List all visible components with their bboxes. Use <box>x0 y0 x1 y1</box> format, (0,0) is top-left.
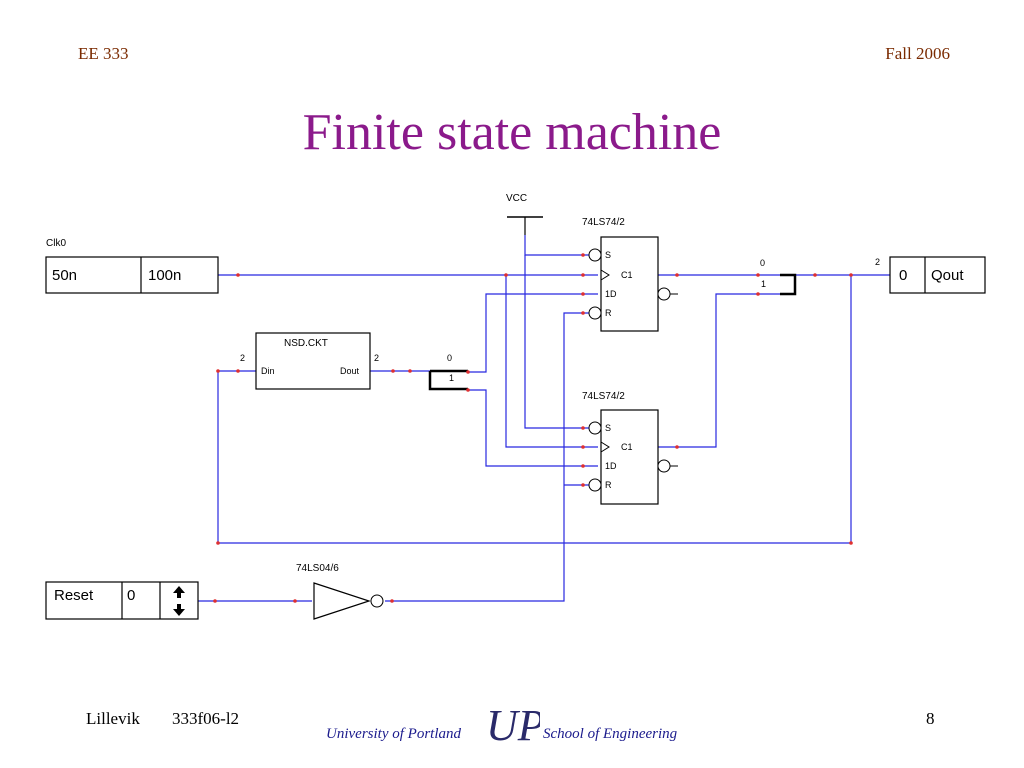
merge-bit1: 1 <box>761 279 766 289</box>
ff-top-pin-c1: C1 <box>621 270 633 280</box>
term-label: Fall 2006 <box>885 44 950 63</box>
merge-bit0: 0 <box>760 258 765 268</box>
reset-value: 0 <box>127 587 135 604</box>
d1-wire <box>468 293 598 373</box>
ff-bottom-pin-r: R <box>605 480 612 490</box>
course-label: EE 333 <box>78 44 129 63</box>
qout-width: 2 <box>875 257 880 267</box>
ff-top-pin-s: S <box>605 250 611 260</box>
feedback-wire <box>217 275 852 544</box>
wire-node <box>216 541 220 545</box>
ff-top-label: 74LS74/2 <box>582 217 625 228</box>
clock-wire-ff2 <box>505 275 598 448</box>
wire-node <box>213 599 217 603</box>
ff-bottom-clock-triangle <box>600 441 610 453</box>
ff-bottom-pin-d: 1D <box>605 461 617 471</box>
wire-node <box>756 292 760 296</box>
ff-bottom-qbar-bubble <box>657 459 671 473</box>
wire-node <box>675 273 679 277</box>
clock-cell-2: 100n <box>148 267 181 284</box>
qout-box <box>889 256 986 294</box>
wire-node <box>581 273 585 277</box>
wire-node <box>849 273 853 277</box>
wire-node <box>390 599 394 603</box>
wire-node <box>466 388 470 392</box>
wire-node <box>581 292 585 296</box>
wire-node <box>849 541 853 545</box>
d2-wire <box>468 389 598 467</box>
clock-box <box>45 256 219 294</box>
ff-top-clock-triangle <box>600 269 610 281</box>
vcc-wire-s1 <box>524 235 590 256</box>
wires <box>198 235 890 602</box>
ff-bottom-pin-s: S <box>605 423 611 433</box>
ff-top-qbar-bubble <box>657 287 671 301</box>
wire-node <box>675 445 679 449</box>
inverter-bubble <box>370 594 384 608</box>
wire-node <box>293 599 297 603</box>
page-number: 8 <box>926 709 935 728</box>
university-name: University of Portland <box>326 726 461 742</box>
vcc-label: VCC <box>506 193 527 204</box>
wire-node <box>216 369 220 373</box>
inverter-gate <box>313 582 371 620</box>
split-bit1: 1 <box>449 373 454 383</box>
nsd-din: Din <box>261 366 275 376</box>
university-logo: UP <box>486 701 540 750</box>
nsd-label: NSD.CKT <box>284 338 328 349</box>
wire-node <box>236 273 240 277</box>
clock-label: Clk0 <box>46 238 66 249</box>
wire-node-dots <box>213 253 853 603</box>
inverter-label: 74LS04/6 <box>296 563 339 574</box>
ff-top-s-bubble <box>588 248 602 262</box>
nsd-block <box>255 332 371 390</box>
wire-node <box>581 426 585 430</box>
ff-bottom-r-bubble <box>588 478 602 492</box>
ff-top-pin-r: R <box>605 308 612 318</box>
split-bit0: 0 <box>447 353 452 363</box>
nsd-out-width: 2 <box>374 353 379 363</box>
reset-bar-wire <box>385 312 590 602</box>
bus-merger <box>780 273 797 296</box>
bus-splitter <box>428 369 468 391</box>
wire-node <box>581 445 585 449</box>
wire-node <box>813 273 817 277</box>
qout-value: 0 <box>899 267 907 284</box>
wire-node <box>756 273 760 277</box>
svg-text:UP: UP <box>486 701 540 750</box>
arrow-down-icon <box>173 604 185 616</box>
arrow-up-icon <box>173 586 185 598</box>
wire-node <box>408 369 412 373</box>
wire-node <box>581 311 585 315</box>
ff-top <box>600 236 659 332</box>
wire-node <box>391 369 395 373</box>
wire-node <box>504 273 508 277</box>
wire-node <box>581 253 585 257</box>
clock-cell-1: 50n <box>52 267 77 284</box>
school-name: School of Engineering <box>543 726 678 742</box>
ff-bottom <box>600 409 659 505</box>
q2-wire <box>658 293 780 448</box>
wire-node <box>466 370 470 374</box>
slide-title: Finite state machine <box>302 104 722 161</box>
ff-bottom-pin-c1: C1 <box>621 442 633 452</box>
qout-name: Qout <box>931 267 964 284</box>
nsd-dout: Dout <box>340 366 360 376</box>
ff-bottom-s-bubble <box>588 421 602 435</box>
ff-top-r-bubble <box>588 306 602 320</box>
vcc-wire-s2 <box>524 255 590 429</box>
footer-code: 333f06-l2 <box>172 709 240 728</box>
wire-node <box>236 369 240 373</box>
reset-name: Reset <box>54 587 94 604</box>
wire-node <box>581 464 585 468</box>
nsd-in-width: 2 <box>240 353 245 363</box>
wire-node <box>581 483 585 487</box>
ff-top-pin-d: 1D <box>605 289 617 299</box>
ff-bottom-label: 74LS74/2 <box>582 391 625 402</box>
footer-author: Lillevik <box>86 709 140 728</box>
